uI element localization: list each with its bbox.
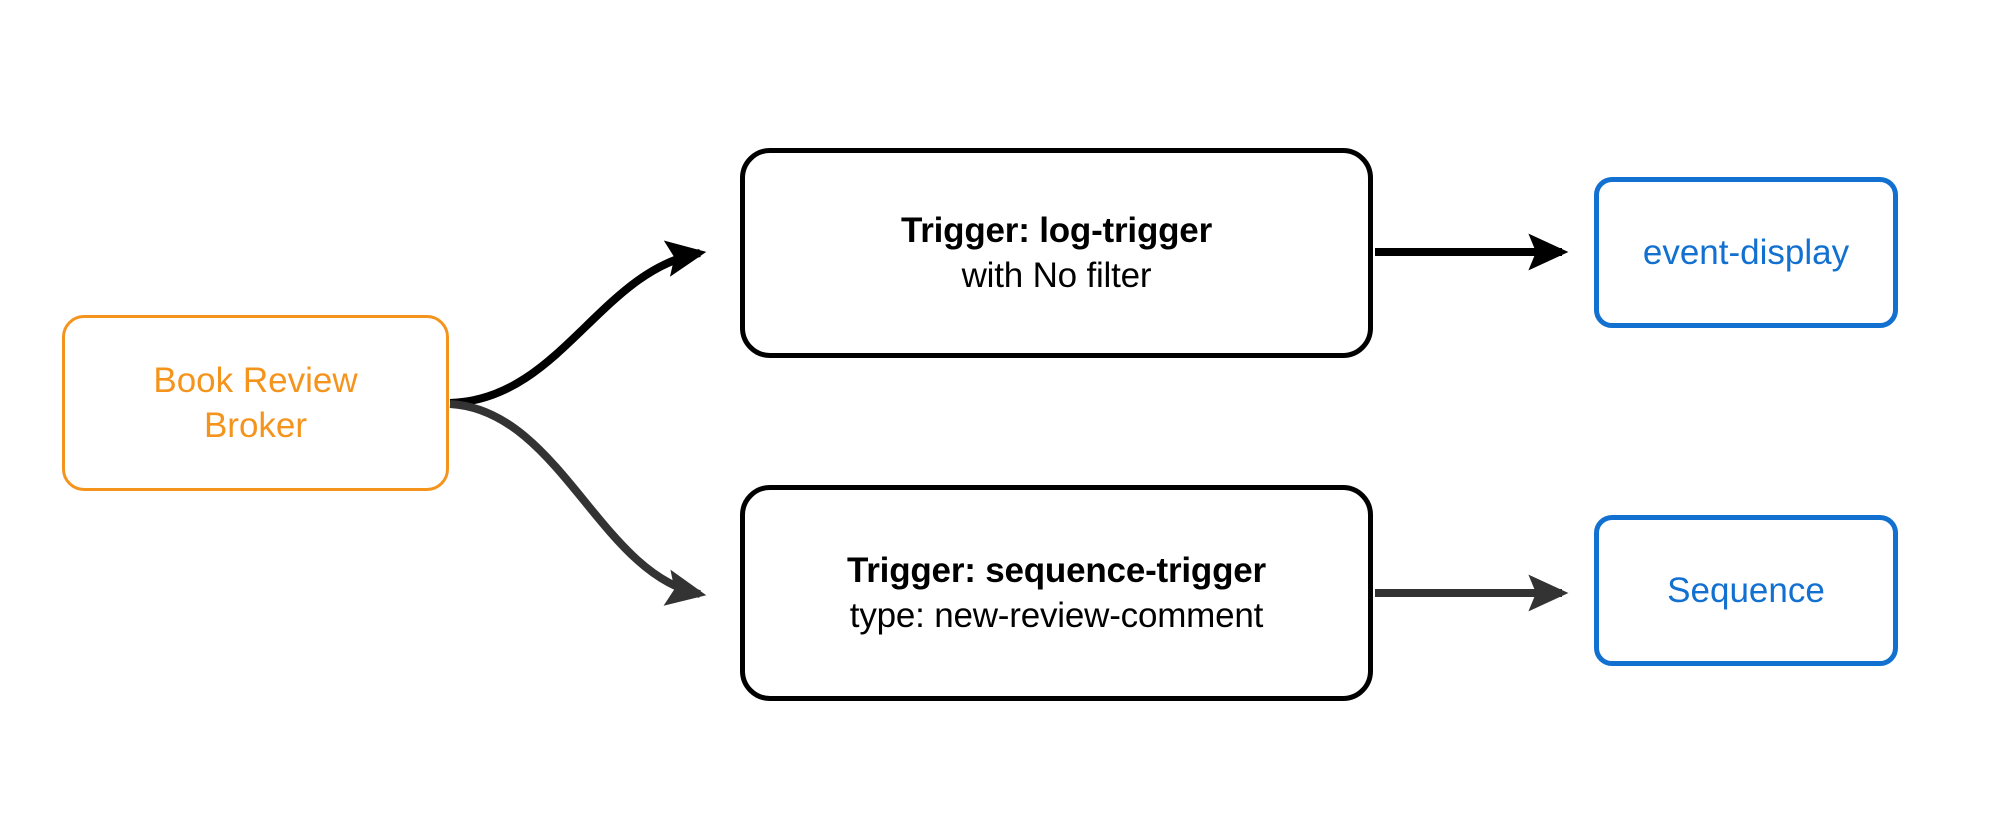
node-event-display[interactable]: event-display xyxy=(1594,177,1898,328)
edge-broker-to-log-trigger xyxy=(449,240,707,407)
broker-label-line-1: Book Review xyxy=(153,360,358,400)
sequence-trigger-title: Trigger: sequence-trigger xyxy=(847,550,1266,590)
node-sequence-trigger[interactable]: Trigger: sequence-trigger type: new-revi… xyxy=(740,485,1373,701)
edge-broker-to-sequence-trigger xyxy=(449,400,707,606)
node-book-review-broker[interactable]: Book Review Broker xyxy=(62,315,449,491)
sequence-label: Sequence xyxy=(1667,570,1825,610)
log-trigger-title: Trigger: log-trigger xyxy=(900,210,1212,250)
node-sequence[interactable]: Sequence xyxy=(1594,515,1898,666)
node-log-trigger[interactable]: Trigger: log-trigger with No filter xyxy=(740,148,1373,358)
sequence-trigger-subtitle: type: new-review-comment xyxy=(849,596,1264,635)
event-display-label: event-display xyxy=(1642,232,1850,272)
log-trigger-subtitle: with No filter xyxy=(961,256,1152,295)
broker-label-line-2: Broker xyxy=(203,406,308,445)
